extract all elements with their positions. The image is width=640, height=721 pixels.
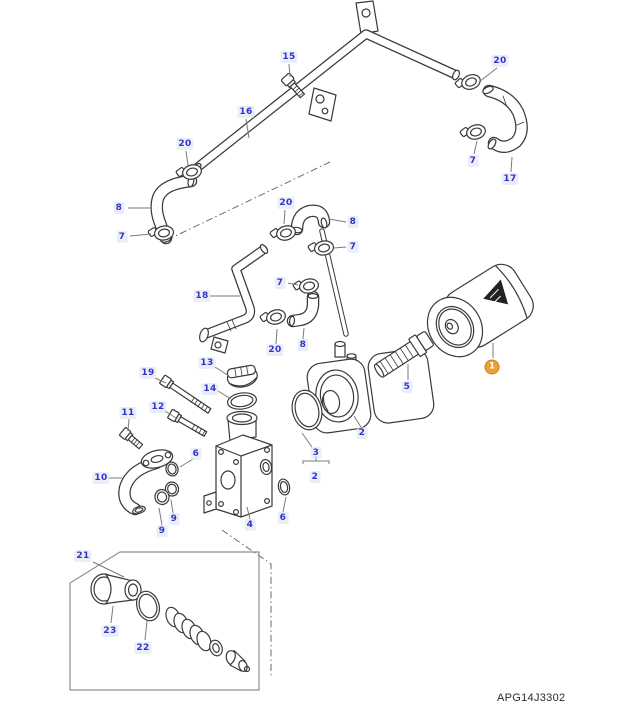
o-ring-9 bbox=[154, 488, 170, 506]
part-label-11[interactable]: 11 bbox=[119, 407, 137, 419]
oil-cooler-2 bbox=[306, 340, 435, 434]
bolt-11 bbox=[118, 427, 144, 450]
o-ring-9 bbox=[164, 481, 180, 497]
part-label-7[interactable]: 7 bbox=[274, 277, 286, 289]
valve-poppet bbox=[225, 649, 251, 673]
oil-filter-1 bbox=[426, 263, 534, 358]
part-label-23[interactable]: 23 bbox=[101, 625, 119, 637]
part-callout-1[interactable]: 1 bbox=[484, 359, 500, 375]
part-label-2[interactable]: 2 bbox=[356, 427, 368, 439]
suction-pipe-10 bbox=[118, 449, 174, 516]
part-label-8[interactable]: 8 bbox=[113, 202, 125, 214]
part-label-2[interactable]: 2 bbox=[309, 471, 321, 483]
adapter-nipple-5 bbox=[373, 331, 434, 378]
o-ring-22 bbox=[135, 590, 161, 622]
pipe-18 bbox=[199, 244, 269, 354]
drawing-code: APG14J3302 bbox=[497, 692, 566, 704]
part-label-5[interactable]: 5 bbox=[401, 381, 413, 393]
part-label-7[interactable]: 7 bbox=[116, 231, 128, 243]
filler-cap-13 bbox=[226, 364, 258, 388]
bolt-15 bbox=[280, 72, 306, 99]
clamp-20 bbox=[175, 164, 202, 180]
part-label-9[interactable]: 9 bbox=[156, 525, 168, 537]
part-label-9[interactable]: 9 bbox=[168, 513, 180, 525]
part-label-20[interactable]: 20 bbox=[491, 55, 509, 67]
part-label-16[interactable]: 16 bbox=[237, 106, 255, 118]
part-label-19[interactable]: 19 bbox=[139, 367, 157, 379]
hose-8-lower bbox=[286, 290, 320, 328]
part-label-12[interactable]: 12 bbox=[149, 401, 167, 413]
leader-lines bbox=[92, 63, 513, 641]
part-label-14[interactable]: 14 bbox=[201, 383, 219, 395]
part-label-4[interactable]: 4 bbox=[244, 519, 256, 531]
part-label-13[interactable]: 13 bbox=[198, 357, 216, 369]
bolt-19 bbox=[159, 374, 212, 414]
clamp-20 bbox=[269, 225, 296, 241]
part-label-8[interactable]: 8 bbox=[297, 339, 309, 351]
plug-23 bbox=[90, 573, 142, 605]
part-label-17[interactable]: 17 bbox=[501, 173, 519, 185]
valve-spring bbox=[165, 606, 212, 652]
part-label-18[interactable]: 18 bbox=[193, 290, 211, 302]
part-label-10[interactable]: 10 bbox=[92, 472, 110, 484]
filter-housing-4 bbox=[203, 410, 273, 518]
reference-lines bbox=[166, 161, 331, 677]
valve-kit-box-21 bbox=[69, 551, 260, 691]
part-label-20[interactable]: 20 bbox=[266, 344, 284, 356]
part-label-20[interactable]: 20 bbox=[176, 138, 194, 150]
hose-17 bbox=[482, 84, 528, 153]
o-ring-6 bbox=[165, 461, 179, 477]
part-label-20[interactable]: 20 bbox=[277, 197, 295, 209]
part-label-6[interactable]: 6 bbox=[190, 448, 202, 460]
hose-8-center bbox=[290, 204, 331, 236]
part-label-7[interactable]: 7 bbox=[467, 155, 479, 167]
part-label-7[interactable]: 7 bbox=[347, 241, 359, 253]
part-label-21[interactable]: 21 bbox=[74, 550, 92, 562]
part-label-6[interactable]: 6 bbox=[277, 512, 289, 524]
clamp-7 bbox=[459, 124, 486, 140]
part-label-8[interactable]: 8 bbox=[347, 216, 359, 228]
part-label-15[interactable]: 15 bbox=[280, 51, 298, 63]
bolt-12 bbox=[167, 408, 208, 437]
o-ring-3 bbox=[291, 389, 323, 431]
part-label-22[interactable]: 22 bbox=[134, 642, 152, 654]
pipe-16 bbox=[192, 0, 461, 174]
valve-washer bbox=[209, 639, 223, 657]
part-label-3[interactable]: 3 bbox=[310, 447, 322, 459]
o-ring-6 bbox=[277, 478, 291, 496]
clamp-20 bbox=[259, 309, 286, 325]
clamps bbox=[147, 74, 486, 325]
clamp-7 bbox=[307, 240, 335, 256]
clamp-20 bbox=[454, 74, 481, 90]
o-ring-14 bbox=[226, 392, 258, 410]
